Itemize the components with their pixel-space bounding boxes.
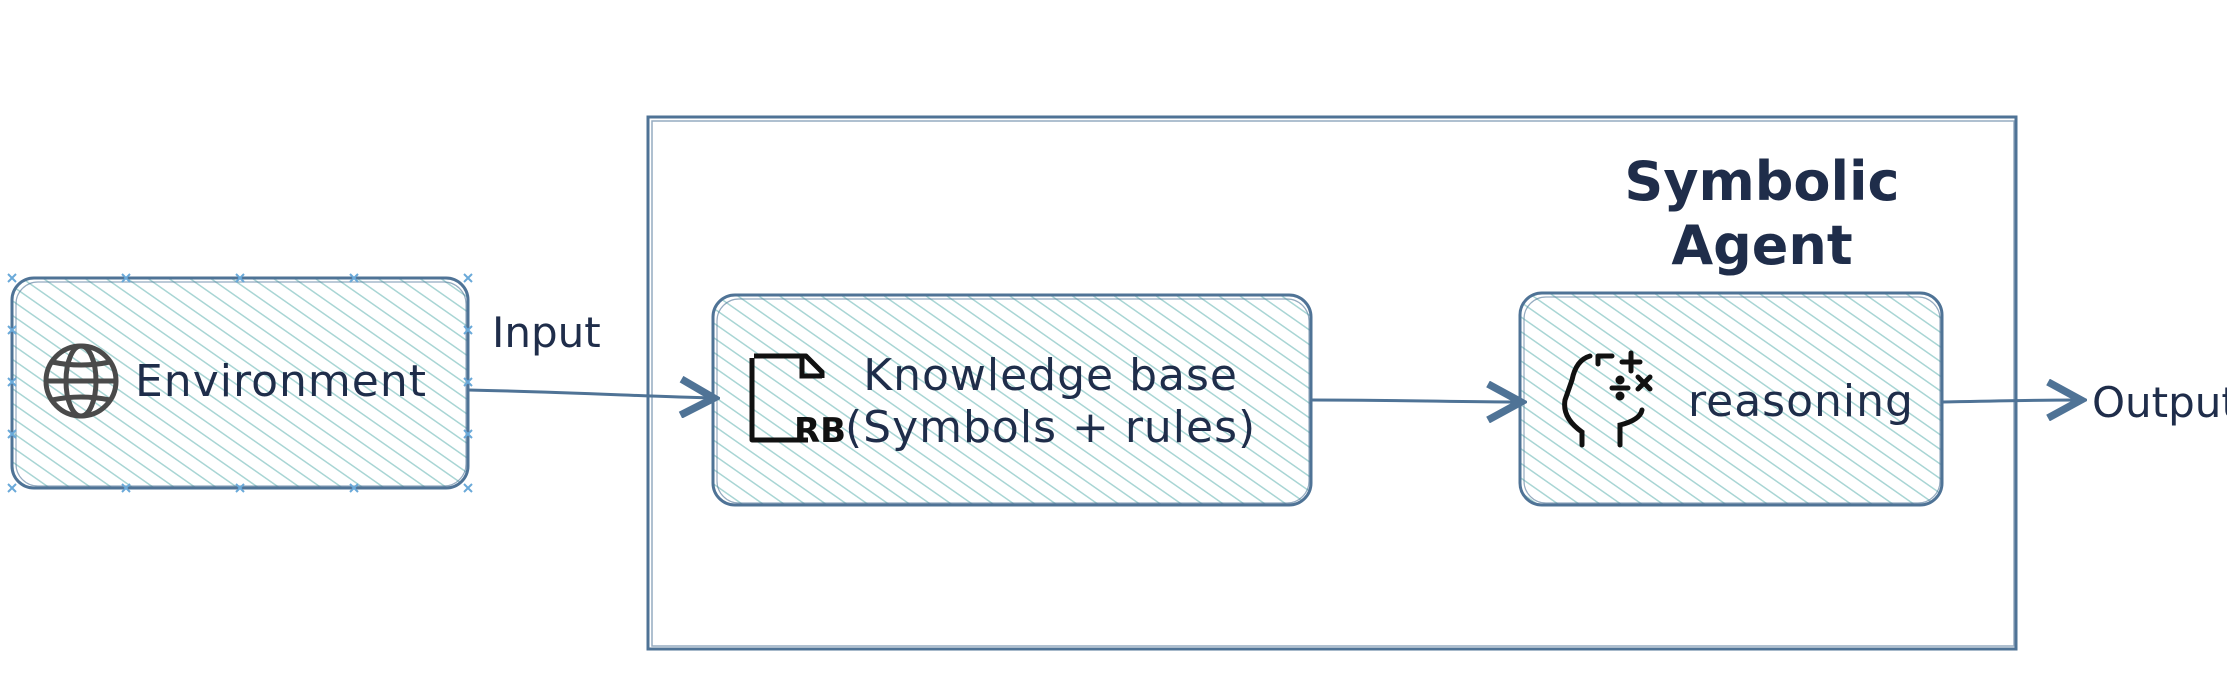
rb-icon-text: RB (794, 411, 846, 451)
reasoning-label: reasoning (1688, 376, 1914, 427)
knowledge-base-label: Knowledge base (Symbols + rules) (845, 350, 1257, 453)
symbolic-agent-title: Symbolic Agent (1624, 150, 1900, 277)
kb-to-reasoning-arrow (1310, 400, 1518, 402)
output-label: Output (2092, 378, 2227, 427)
input-label: Input (492, 308, 601, 357)
globe-icon (43, 343, 119, 419)
output-arrow (1941, 400, 2078, 402)
rule-based-file-icon: RB (749, 353, 846, 451)
environment-label: Environment (135, 356, 427, 407)
selection-handles (7, 273, 473, 493)
symbolic-agent-group (646, 115, 2018, 651)
head-math-icon (1562, 350, 1653, 448)
input-arrow (467, 390, 711, 398)
